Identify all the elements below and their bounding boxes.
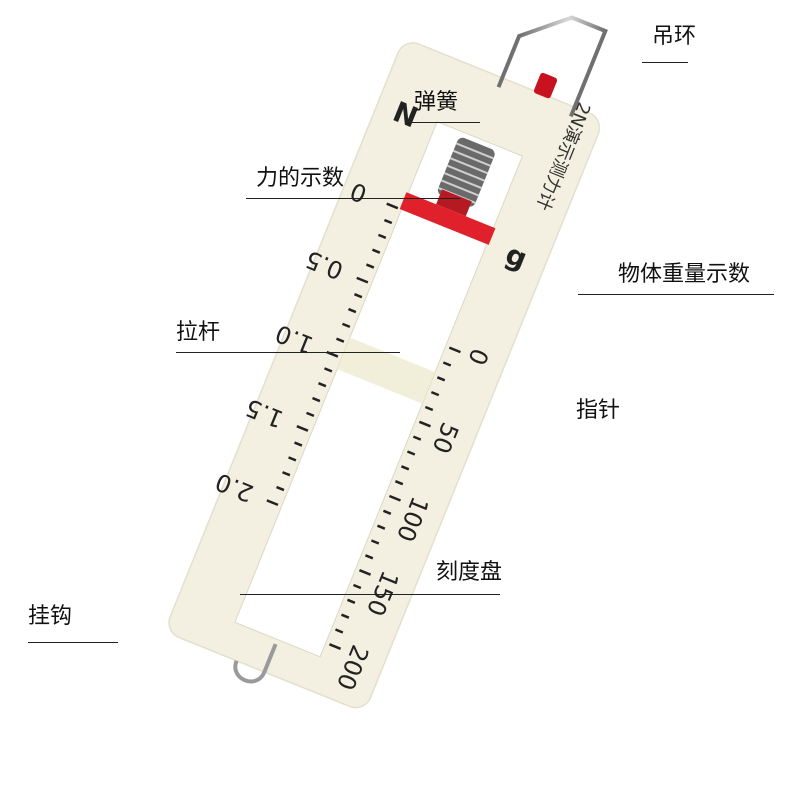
leader-object-weight-reading [578,294,774,295]
left-scale-ticks [266,202,399,507]
pointer [399,192,496,245]
leader-force-reading [246,198,460,199]
label-dial: 刻度盘 [436,560,503,585]
hook [233,643,278,684]
pull-rod [273,207,454,645]
leader-hanging-ring [642,62,688,63]
leader-dial [240,594,500,595]
leader-hook [28,642,118,643]
red-knob [533,72,558,99]
label-object-weight-reading: 物体重量示数 [618,262,751,287]
spring [436,137,495,217]
label-hanging-ring: 吊环 [652,24,697,49]
right-scale-ticks [329,346,461,650]
label-pointer: 指针 [576,398,621,423]
hanging-ring [496,15,608,118]
label-spring: 弹簧 [414,90,459,115]
leader-pull-rod [176,352,400,353]
label-force-reading: 力的示数 [256,166,345,191]
label-hook: 挂钩 [28,604,73,629]
label-pull-rod: 拉杆 [176,320,221,345]
leader-spring [412,122,480,123]
